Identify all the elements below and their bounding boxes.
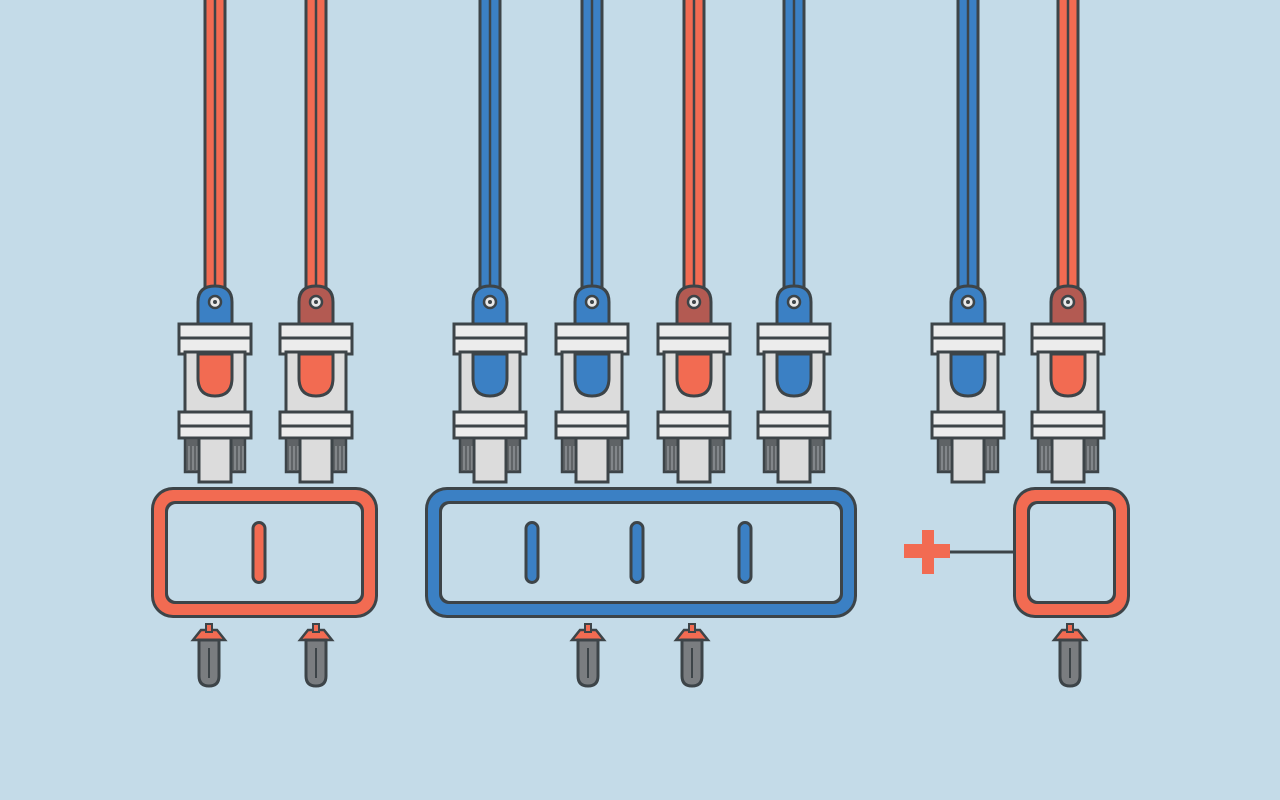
connector-collar-bottom <box>756 424 832 440</box>
connector-collar-low <box>656 410 732 428</box>
connector-collar-bottom <box>278 424 354 440</box>
peg-neck <box>1066 623 1074 633</box>
terminal-blocks-group <box>151 487 1130 688</box>
plus-connector-group <box>904 530 1014 574</box>
cable-tab-hole-center <box>1066 300 1070 304</box>
cable-tab-hole-center <box>966 300 970 304</box>
peg-neck <box>205 623 213 633</box>
connector-window <box>196 352 234 398</box>
plus-shape <box>904 530 950 574</box>
cable-connector-icon <box>177 0 253 484</box>
connector-collar-low <box>554 410 630 428</box>
cable-tab-hole-center <box>692 300 696 304</box>
connector-window <box>297 352 335 398</box>
connector-plug-tip <box>298 436 334 484</box>
cable-connector-icon <box>756 0 832 484</box>
block-slot <box>524 521 540 584</box>
connector-plug-tip <box>776 436 812 484</box>
connector-plug-tip <box>197 436 233 484</box>
connector-window <box>675 352 713 398</box>
terminal-block-icon <box>425 487 857 618</box>
connector-collar-low <box>756 410 832 428</box>
connector-collar-bottom <box>1030 424 1106 440</box>
mounting-peg-icon <box>673 623 711 688</box>
connector-window <box>949 352 987 398</box>
connector-collar-bottom <box>452 424 528 440</box>
connector-plug-tip <box>1050 436 1086 484</box>
block-slot <box>737 521 753 584</box>
terminal-block-icon <box>151 487 378 618</box>
block-inner-panel <box>1030 504 1113 601</box>
cable-tab-hole-center <box>792 300 796 304</box>
connector-collar-top <box>278 322 354 340</box>
mounting-peg-icon <box>190 623 228 688</box>
cable-connector-icon <box>1030 0 1106 484</box>
mounting-peg-icon <box>569 623 607 688</box>
peg-neck <box>688 623 696 633</box>
terminal-block-icon <box>1013 487 1130 618</box>
connector-collar-low <box>278 410 354 428</box>
connector-collar-top <box>177 322 253 340</box>
connector-collar-bottom <box>177 424 253 440</box>
mounting-peg-icon <box>1051 623 1089 688</box>
mounting-peg-icon <box>297 623 335 688</box>
connector-window <box>573 352 611 398</box>
cable-connector-icon <box>656 0 732 484</box>
connector-plug-tip <box>950 436 986 484</box>
cable-connector-icon <box>278 0 354 484</box>
connector-collar-top <box>554 322 630 340</box>
connector-collar-top <box>452 322 528 340</box>
connector-collar-low <box>177 410 253 428</box>
connector-collar-bottom <box>554 424 630 440</box>
plus-icon <box>904 530 1014 574</box>
cable-connector-icon <box>930 0 1006 484</box>
connector-collar-top <box>930 322 1006 340</box>
cable-tab-hole-center <box>213 300 217 304</box>
connector-window <box>471 352 509 398</box>
connector-collar-top <box>1030 322 1106 340</box>
connector-window <box>1049 352 1087 398</box>
connector-collar-low <box>1030 410 1106 428</box>
connector-collar-bottom <box>930 424 1006 440</box>
connector-collar-low <box>452 410 528 428</box>
connector-collar-top <box>656 322 732 340</box>
connector-window <box>775 352 813 398</box>
connector-plug-tip <box>676 436 712 484</box>
cable-connector-icon <box>554 0 630 484</box>
cables-group <box>177 0 1106 484</box>
cable-connector-icon <box>452 0 528 484</box>
cable-tab-hole-center <box>314 300 318 304</box>
connector-collar-top <box>756 322 832 340</box>
block-slot <box>251 521 267 584</box>
cable-tab-hole-center <box>488 300 492 304</box>
cable-tab-hole-center <box>590 300 594 304</box>
peg-neck <box>584 623 592 633</box>
connector-collar-low <box>930 410 1006 428</box>
peg-neck <box>312 623 320 633</box>
connector-plug-tip <box>472 436 508 484</box>
connector-collar-bottom <box>656 424 732 440</box>
connector-plug-tip <box>574 436 610 484</box>
block-slot <box>629 521 645 584</box>
